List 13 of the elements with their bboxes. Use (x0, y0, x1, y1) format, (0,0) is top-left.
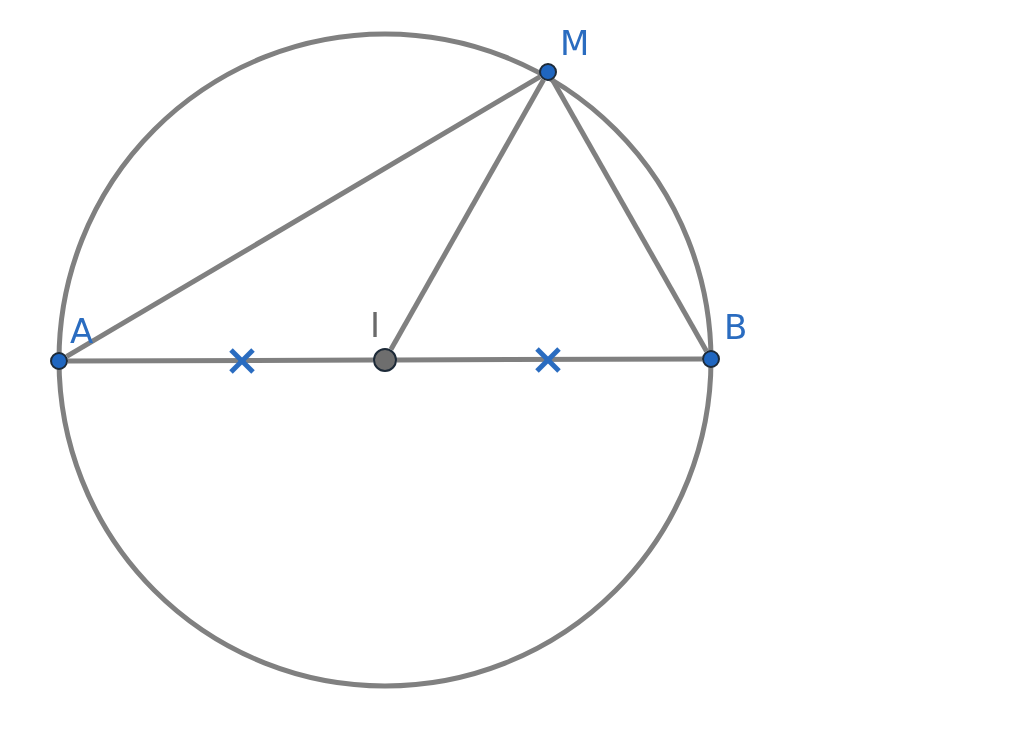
point (373, 348, 397, 372)
point-label: I (370, 308, 381, 342)
line-segment (550, 78, 709, 353)
line-segment (397, 356, 702, 363)
point-label: B (724, 310, 748, 344)
point-label: A (70, 314, 94, 348)
point (702, 350, 720, 368)
line-segment (388, 78, 546, 351)
point (50, 352, 68, 370)
line-segment (68, 357, 373, 364)
line-segment (65, 74, 542, 359)
point (539, 63, 557, 81)
point-label: M (560, 26, 590, 60)
